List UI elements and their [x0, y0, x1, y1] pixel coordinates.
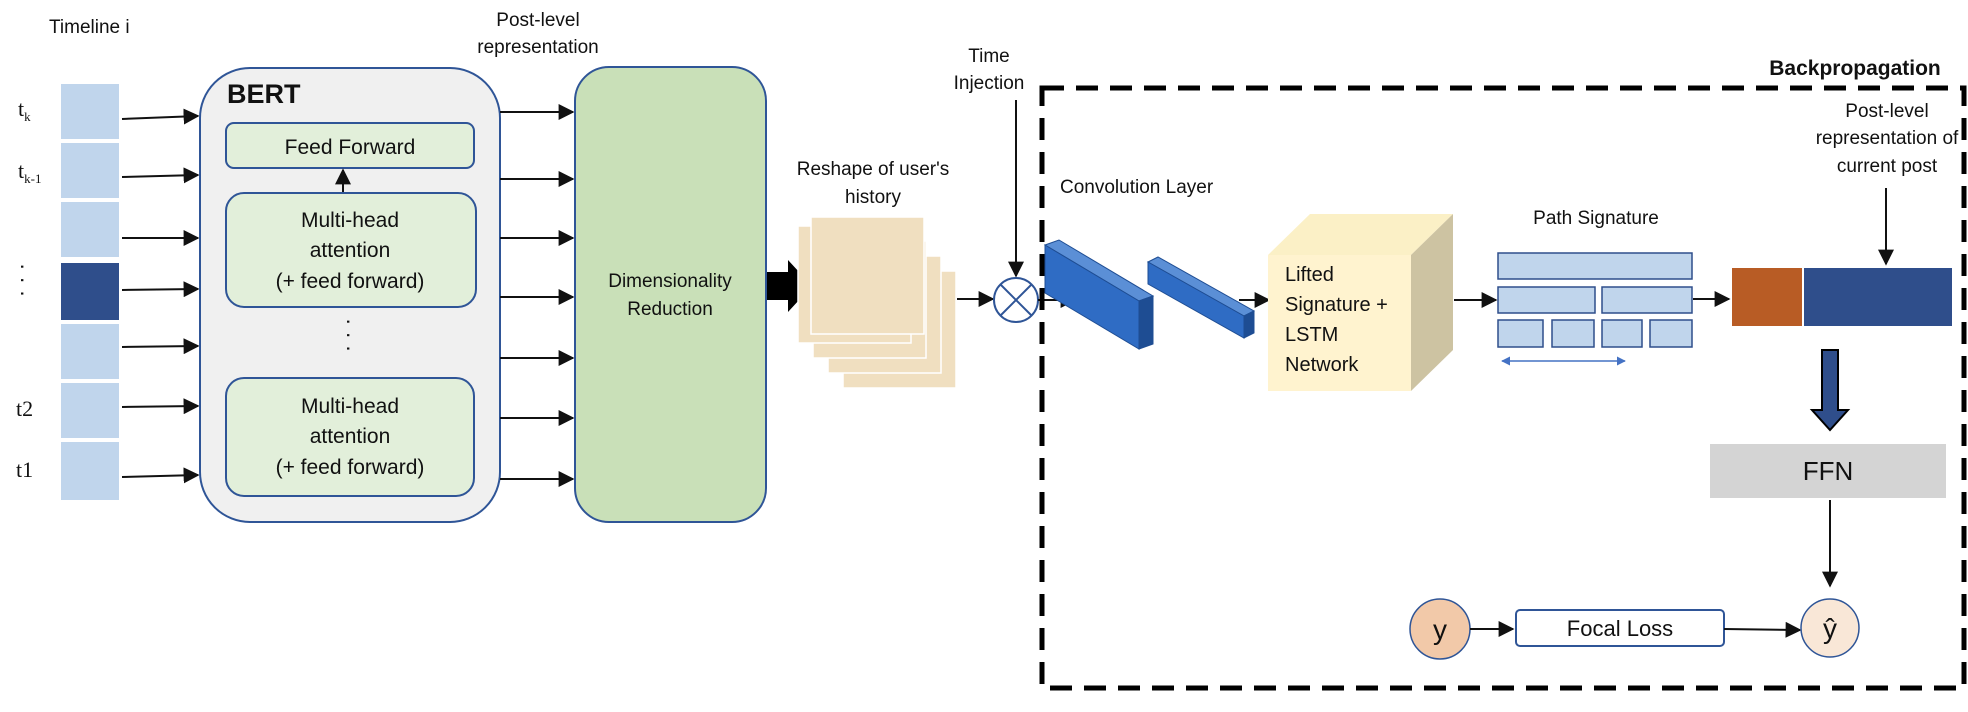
label-t2: t2	[16, 396, 33, 421]
signature-output-segment	[1732, 268, 1802, 326]
backprop-title: Backpropagation	[1769, 57, 1941, 80]
timeline-cell	[59, 322, 121, 381]
post-level-header-line1: Post-level	[496, 10, 579, 31]
bert-title: BERT	[227, 79, 301, 109]
lstm-cube	[1268, 214, 1453, 391]
time-injection-line2: Injection	[954, 73, 1025, 94]
time-injection-line1: Time	[968, 46, 1010, 67]
lstm-line3: LSTM	[1285, 324, 1338, 346]
y-label: y	[1433, 614, 1447, 645]
signature-level-3	[1649, 319, 1693, 348]
cube-side	[1411, 214, 1453, 391]
current-post-line1: Post-level	[1845, 101, 1928, 122]
multiply-cross	[999, 283, 1033, 317]
multiply-operator	[993, 277, 1039, 323]
mha-bottom-line1: Multi-head	[301, 395, 399, 418]
to-ffn-block-arrow	[1809, 349, 1851, 432]
focal-loss-label: Focal Loss	[1567, 616, 1673, 641]
cube-front	[1268, 255, 1411, 391]
timeline-title: Timeline i	[49, 17, 130, 38]
label-t1: t1	[16, 457, 33, 482]
timeline-cell	[59, 82, 121, 141]
yhat-label: ŷ	[1823, 613, 1837, 644]
yhat-node	[1800, 598, 1860, 658]
arrow	[121, 281, 200, 298]
backprop-box	[1039, 85, 1967, 691]
mha-top-box	[225, 192, 477, 308]
ffn-label: FFN	[1803, 456, 1854, 486]
arrow	[121, 338, 200, 355]
signature-level-3	[1601, 319, 1643, 348]
path-signature-label: Path Signature	[1533, 208, 1659, 229]
feed-forward-label: Feed Forward	[285, 136, 416, 159]
signature-level-3	[1497, 319, 1544, 348]
arrow	[121, 467, 200, 484]
current-post-line3: current post	[1837, 156, 1938, 177]
reshape-stack	[797, 216, 957, 389]
arrow	[121, 108, 200, 125]
conv-block-1	[1043, 239, 1155, 350]
post-representation-segment	[1804, 268, 1952, 326]
mha-top-line3: (+ feed forward)	[276, 270, 425, 293]
timeline-cell	[59, 141, 121, 200]
label-tk: tk	[18, 96, 31, 124]
conv-side	[1138, 295, 1154, 350]
ffn-box	[1710, 444, 1946, 498]
cube-top	[1268, 214, 1453, 255]
timeline-cell	[59, 200, 121, 259]
focal-to-yhat-arrow	[1723, 621, 1802, 638]
reshape-sheet	[810, 216, 925, 335]
conv-block-2	[1146, 256, 1256, 339]
timeline-cell	[59, 440, 121, 502]
post-level-header-line2: representation	[477, 37, 598, 58]
lstm-line4: Network	[1285, 354, 1359, 376]
timeline-cell	[59, 381, 121, 440]
dim-reduction-line1: Dimensionality	[608, 271, 732, 292]
signature-level-2	[1497, 286, 1596, 314]
reshape-line1: Reshape of user's	[797, 159, 950, 180]
bert-ellipsis: · · ·	[337, 318, 362, 352]
signature-level-3	[1551, 319, 1595, 348]
feed-forward-box	[225, 122, 475, 169]
arrow	[121, 398, 200, 415]
lstm-line2: Signature +	[1285, 294, 1388, 316]
mha-top-line1: Multi-head	[301, 209, 399, 232]
mha-bottom-line3: (+ feed forward)	[276, 456, 425, 479]
conv-side	[1243, 310, 1255, 339]
focal-loss-box	[1515, 609, 1725, 647]
timeline-to-bert-arrows	[121, 108, 200, 484]
block-arrow	[767, 260, 812, 312]
signature-blocks	[1497, 252, 1693, 348]
reshape-line2: history	[845, 187, 901, 208]
timeline-column	[59, 82, 121, 502]
signature-level-2	[1601, 286, 1693, 314]
dim-reduction-box	[574, 66, 767, 523]
bert-to-dim-arrows	[500, 104, 575, 487]
current-post-line2: representation of	[1816, 128, 1959, 149]
conv-label: Convolution Layer	[1060, 177, 1214, 198]
timeline-ellipsis: · · ·	[11, 263, 36, 297]
timeline-cell-highlight	[59, 261, 121, 322]
arrow	[121, 167, 200, 184]
label-tk-1: tk-1	[18, 158, 41, 186]
mha-top-line2: attention	[310, 239, 391, 262]
mha-bottom-line2: attention	[310, 425, 391, 448]
dim-reduction-line2: Reduction	[627, 299, 713, 320]
signature-level-1	[1497, 252, 1693, 280]
lstm-line1: Lifted	[1285, 264, 1334, 286]
mha-bottom-box	[225, 377, 475, 497]
